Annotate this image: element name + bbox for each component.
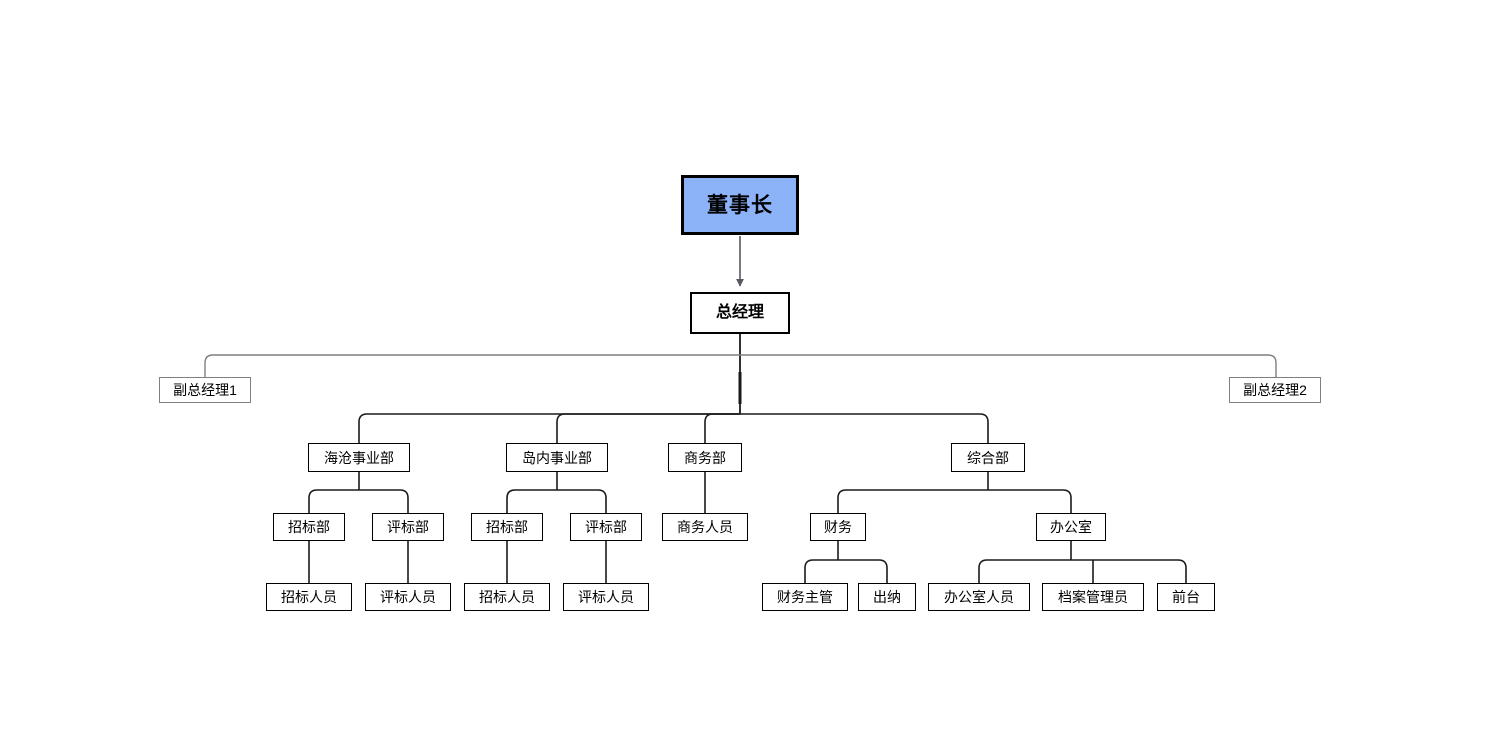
node-finance-supervisor[interactable]: 财务主管: [762, 583, 848, 611]
edge-general-office: [988, 489, 1072, 513]
node-daonei-bidding-dept[interactable]: 招标部: [471, 513, 543, 541]
edge-daonei-right: [557, 489, 607, 513]
node-chairman[interactable]: 董事长: [681, 175, 799, 235]
edge-haicang-right: [359, 489, 409, 513]
node-haicang-evaluation-dept[interactable]: 评标部: [372, 513, 444, 541]
edge-general-finance: [837, 489, 988, 513]
edge-main-bar-haicang: [358, 413, 740, 443]
node-dept-general[interactable]: 综合部: [951, 443, 1025, 472]
node-dept-haicang[interactable]: 海沧事业部: [308, 443, 410, 472]
edge-main-bar-general: [740, 413, 989, 443]
edge-office-reception: [1071, 559, 1187, 583]
edge-finance-supervisor: [804, 559, 838, 583]
node-haicang-evaluation-staff[interactable]: 评标人员: [365, 583, 451, 611]
node-reception[interactable]: 前台: [1157, 583, 1215, 611]
node-finance[interactable]: 财务: [810, 513, 866, 541]
node-office[interactable]: 办公室: [1036, 513, 1106, 541]
node-haicang-bidding-staff[interactable]: 招标人员: [266, 583, 352, 611]
node-daonei-evaluation-dept[interactable]: 评标部: [570, 513, 642, 541]
edge-office-staff: [978, 559, 1071, 583]
node-general-manager[interactable]: 总经理: [690, 292, 790, 334]
edge-main-bar-business: [704, 413, 740, 443]
node-daonei-bidding-staff[interactable]: 招标人员: [464, 583, 550, 611]
node-deputy-manager-1[interactable]: 副总经理1: [159, 377, 251, 403]
edge-daonei-left: [506, 489, 557, 513]
node-archivist[interactable]: 档案管理员: [1042, 583, 1144, 611]
edge-deputy-bar: [204, 354, 1277, 403]
node-business-staff[interactable]: 商务人员: [662, 513, 748, 541]
node-dept-business[interactable]: 商务部: [668, 443, 742, 472]
node-office-staff[interactable]: 办公室人员: [928, 583, 1030, 611]
node-haicang-bidding-dept[interactable]: 招标部: [273, 513, 345, 541]
edge-main-bar-daonei: [556, 413, 740, 443]
edge-haicang-left: [308, 489, 359, 513]
edge-finance-cashier: [838, 559, 888, 583]
node-cashier[interactable]: 出纳: [858, 583, 916, 611]
node-deputy-manager-2[interactable]: 副总经理2: [1229, 377, 1321, 403]
node-daonei-evaluation-staff[interactable]: 评标人员: [563, 583, 649, 611]
node-dept-daonei[interactable]: 岛内事业部: [506, 443, 608, 472]
